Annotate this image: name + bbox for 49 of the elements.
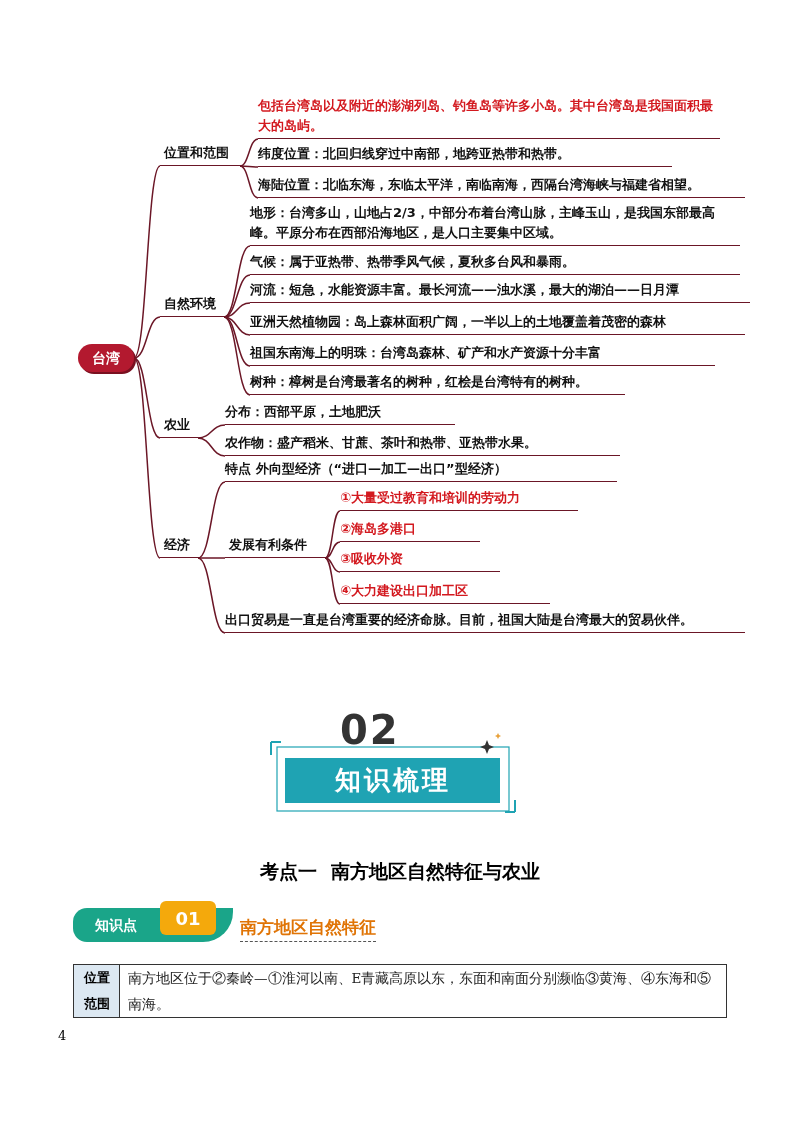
page-number: 4 <box>58 1027 67 1045</box>
leaf-text: 纬度位置：北回归线穿过中南部，地跨亚热带和热带。 <box>258 144 672 167</box>
section-heading: 考点一 南方地区自然特征与农业 <box>259 859 541 884</box>
branch-line <box>197 557 226 634</box>
branch-line <box>239 138 259 167</box>
branch-line <box>239 165 259 168</box>
branch-label: 发展有利条件 <box>225 535 325 558</box>
branch-label: 经济 <box>160 535 198 558</box>
leaf-text: ④大力建设出口加工区 <box>340 581 550 604</box>
leaf-text: 出口贸易是一直是台湾重要的经济命脉。目前，祖国大陆是台湾最大的贸易伙伴。 <box>225 610 745 633</box>
leaf-text: 气候：属于亚热带、热带季风气候，夏秋多台风和暴雨。 <box>250 252 740 275</box>
leaf-text: 地形：台湾多山，山地占2/3，中部分布着台湾山脉，主峰玉山，是我国东部最高峰。平原分布在西部沿海地区，是人口主要集中区域。 <box>250 203 740 246</box>
branch-line <box>197 481 226 559</box>
branch-line <box>223 274 251 318</box>
leaf-text: 亚洲天然植物园：岛上森林面积广阔，一半以上的土地覆盖着茂密的森林 <box>250 312 745 335</box>
branch-line <box>133 165 161 359</box>
branch-line <box>197 437 226 457</box>
branch-line <box>197 557 226 559</box>
branch-line <box>133 316 161 359</box>
branch-line <box>324 510 341 559</box>
branch-label: 农业 <box>160 415 198 438</box>
branch-line <box>324 541 341 559</box>
leaf-text: 分布：西部平原，土地肥沃 <box>225 402 455 425</box>
branch-line <box>133 357 161 439</box>
branch-line <box>133 357 161 559</box>
leaf-text: 海陆位置：北临东海，东临太平洋，南临南海，西隔台湾海峡与福建省相望。 <box>258 175 745 198</box>
leaf-text: ③吸收外资 <box>340 549 500 572</box>
table-text: 南方地区位于②秦岭—①淮河以南、E青藏高原以东，东面和南面分别濒临③黄海、④东海和⑤南海。 <box>127 969 713 1014</box>
leaf-text: 包括台湾岛以及附近的澎湖列岛、钓鱼岛等许多小岛。其中台湾岛是我国面积最大的岛屿。 <box>258 96 720 139</box>
branch-label: 位置和范围 <box>160 143 240 166</box>
branch-line <box>197 424 226 439</box>
number-badge: 01 <box>160 901 216 935</box>
branch-label: 自然环境 <box>160 294 224 317</box>
title-banner: 知识梳理 <box>285 758 500 803</box>
leaf-text: ①大量受过教育和培训的劳动力 <box>340 488 578 511</box>
section-number: 02 <box>340 706 400 755</box>
leaf-text: 河流：短急，水能资源丰富。最长河流——浊水溪，最大的湖泊——日月潭 <box>250 280 750 303</box>
leaf-text: ②海岛多港口 <box>340 519 480 542</box>
root-pill: 台湾 <box>78 344 134 372</box>
branch-line <box>324 557 341 605</box>
branch-line <box>223 316 251 396</box>
leaf-text: 农作物：盛产稻米、甘蔗、茶叶和热带、亚热带水果。 <box>225 433 620 456</box>
leaf-text: 特点 外向型经济（“进口—加工—出口”型经济） <box>225 459 617 482</box>
leaf-text: 树种：樟树是台湾最著名的树种，红桧是台湾特有的树种。 <box>250 372 625 395</box>
topic-title: 南方地区自然特征 <box>240 915 376 942</box>
row-header: 位置范围 <box>74 965 120 1017</box>
branch-line <box>324 557 341 573</box>
leaf-text: 祖国东南海上的明珠：台湾岛森林、矿产和水产资源十分丰富 <box>250 343 715 366</box>
branch-line <box>239 165 259 199</box>
